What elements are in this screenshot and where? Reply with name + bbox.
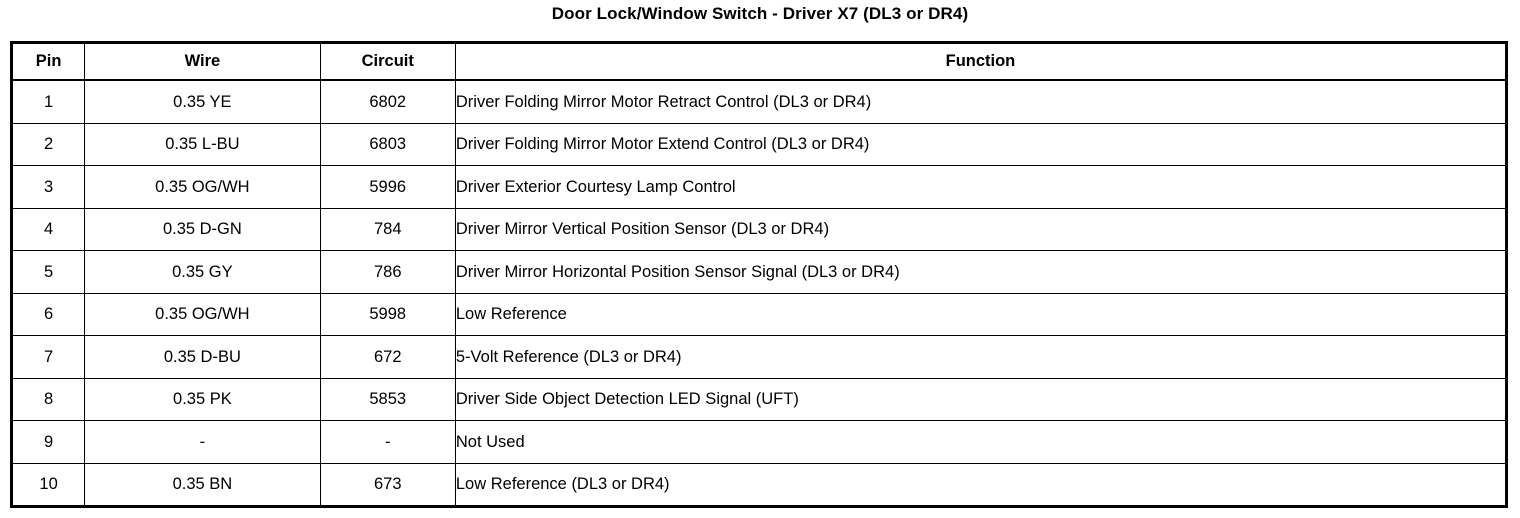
cell-function: Driver Exterior Courtesy Lamp Control bbox=[454, 165, 1508, 209]
cell-function: Low Reference bbox=[454, 292, 1508, 336]
cell-pin: 3 bbox=[10, 165, 86, 209]
cell-circuit: 672 bbox=[319, 335, 456, 379]
column-header-circuit: Circuit bbox=[319, 42, 456, 81]
cell-circuit: 784 bbox=[319, 207, 456, 251]
column-header-function: Function bbox=[454, 42, 1508, 81]
cell-wire: - bbox=[84, 420, 321, 464]
cell-circuit: 6802 bbox=[319, 79, 456, 124]
cell-function: 5-Volt Reference (DL3 or DR4) bbox=[454, 335, 1508, 379]
cell-wire: 0.35 YE bbox=[84, 79, 321, 124]
cell-pin: 8 bbox=[10, 377, 86, 421]
cell-wire: 0.35 OG/WH bbox=[84, 165, 321, 209]
cell-wire: 0.35 L-BU bbox=[84, 122, 321, 166]
cell-pin: 4 bbox=[10, 207, 86, 251]
cell-pin: 1 bbox=[10, 79, 86, 124]
cell-function: Driver Folding Mirror Motor Extend Contr… bbox=[454, 122, 1508, 166]
cell-circuit: 673 bbox=[319, 462, 456, 508]
cell-pin: 6 bbox=[10, 292, 86, 336]
cell-function: Not Used bbox=[454, 420, 1508, 464]
cell-circuit: - bbox=[319, 420, 456, 464]
cell-circuit: 5996 bbox=[319, 165, 456, 209]
cell-pin: 2 bbox=[10, 122, 86, 166]
table-header: Pin Wire Circuit Function bbox=[10, 42, 1508, 81]
cell-wire: 0.35 OG/WH bbox=[84, 292, 321, 336]
cell-function: Driver Side Object Detection LED Signal … bbox=[454, 377, 1508, 421]
table-header-row: Pin Wire Circuit Function bbox=[10, 42, 1508, 81]
cell-wire: 0.35 PK bbox=[84, 377, 321, 421]
cell-pin: 5 bbox=[10, 250, 86, 294]
column-header-pin: Pin bbox=[10, 42, 86, 81]
cell-function: Low Reference (DL3 or DR4) bbox=[454, 462, 1508, 508]
cell-pin: 7 bbox=[10, 335, 86, 379]
table-row: 9--Not Used bbox=[10, 420, 1508, 464]
cell-function: Driver Mirror Horizontal Position Sensor… bbox=[454, 250, 1508, 294]
cell-circuit: 5853 bbox=[319, 377, 456, 421]
cell-circuit: 5998 bbox=[319, 292, 456, 336]
cell-circuit: 786 bbox=[319, 250, 456, 294]
cell-pin: 9 bbox=[10, 420, 86, 464]
cell-pin: 10 bbox=[10, 462, 86, 508]
cell-wire: 0.35 BN bbox=[84, 462, 321, 508]
column-header-wire: Wire bbox=[84, 42, 321, 81]
cell-wire: 0.35 D-GN bbox=[84, 207, 321, 251]
cell-function: Driver Folding Mirror Motor Retract Cont… bbox=[454, 79, 1508, 124]
cell-circuit: 6803 bbox=[319, 122, 456, 166]
cell-wire: 0.35 GY bbox=[84, 250, 321, 294]
cell-function: Driver Mirror Vertical Position Sensor (… bbox=[454, 207, 1508, 251]
cell-wire: 0.35 D-BU bbox=[84, 335, 321, 379]
page-title: Door Lock/Window Switch - Driver X7 (DL3… bbox=[551, 4, 969, 23]
